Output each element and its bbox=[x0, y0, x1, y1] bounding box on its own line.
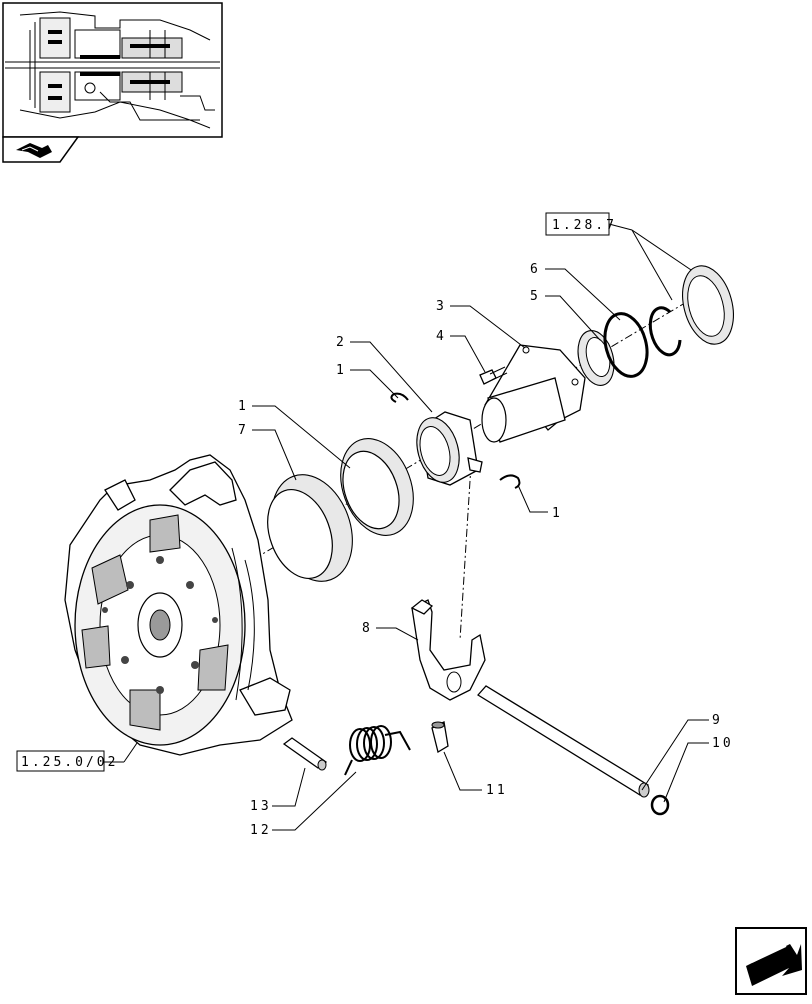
reference-label: 1.25.0/02 bbox=[21, 755, 118, 770]
callout-5: 4 bbox=[436, 329, 447, 344]
callout-1-bottom: 1 bbox=[552, 506, 563, 521]
callout-labels: 6 5 3 4 2 1 1 7 1 8 9 10 11 13 12 bbox=[238, 262, 734, 838]
clutch-housing-assembly bbox=[64, 454, 293, 756]
part-14-pin bbox=[282, 737, 328, 771]
callout-12: 11 bbox=[486, 783, 508, 798]
part-13-spring bbox=[344, 725, 411, 776]
callout-2: 1 bbox=[238, 399, 249, 414]
part-11-snap-ring bbox=[650, 794, 670, 816]
reference-box-1-28-7[interactable]: 1.28.7 bbox=[545, 212, 701, 301]
overview-thumbnail[interactable] bbox=[2, 2, 223, 163]
leader-lines bbox=[252, 268, 709, 831]
callout-11: 10 bbox=[712, 736, 734, 751]
part-2-seal bbox=[340, 438, 414, 536]
part-3-bearing-sleeve bbox=[416, 411, 483, 486]
part-12-plug bbox=[431, 721, 449, 754]
callout-9: 8 bbox=[362, 621, 373, 636]
next-page-arrow-icon[interactable] bbox=[735, 927, 807, 995]
callout-7: 6 bbox=[530, 262, 541, 277]
callout-10: 9 bbox=[712, 713, 723, 728]
callout-4: 3 bbox=[436, 299, 447, 314]
fork-axis bbox=[459, 464, 472, 641]
part-4-guide-tube bbox=[481, 344, 586, 443]
part-5-bolt bbox=[479, 366, 508, 385]
reference-label: 1.28.7 bbox=[552, 218, 617, 233]
book-icon bbox=[16, 143, 52, 158]
callout-3: 2 bbox=[336, 335, 347, 350]
callout-13: 12 bbox=[250, 823, 272, 838]
callout-14: 13 bbox=[250, 799, 272, 814]
ref-1-28-7-parts bbox=[648, 265, 734, 357]
part-8-ring bbox=[267, 474, 353, 582]
callout-6: 5 bbox=[530, 289, 541, 304]
callout-1-top: 1 bbox=[336, 363, 347, 378]
part-10-shaft bbox=[477, 685, 650, 798]
callout-8: 7 bbox=[238, 423, 249, 438]
part-9-shift-fork bbox=[410, 599, 486, 701]
part-7-o-ring bbox=[603, 312, 649, 378]
